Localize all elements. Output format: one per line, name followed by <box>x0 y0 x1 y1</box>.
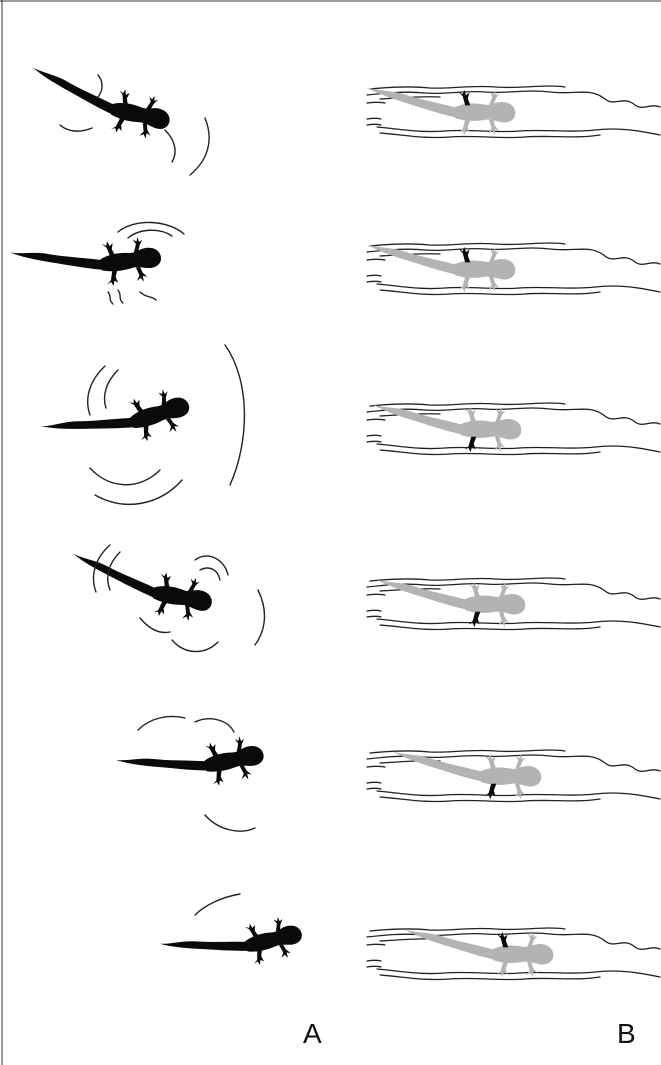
panel-a-salamander-2 <box>10 232 164 300</box>
panel-b-salamander-4 <box>377 580 526 628</box>
panel-b-salamander-3 <box>373 405 522 453</box>
panel-a-salamander-3 <box>41 381 195 471</box>
panel-b <box>367 86 661 980</box>
highlighted-hind-limb <box>484 784 496 799</box>
panel-a-ripples-6 <box>195 894 240 915</box>
panel-b-salamander-5 <box>393 752 542 800</box>
highlighted-hind-limb <box>464 437 476 452</box>
panel-b-label: B <box>617 1020 636 1048</box>
panel-a-salamander-6 <box>160 910 307 987</box>
panel-a-ripples-5 <box>138 717 255 832</box>
highlighted-hind-limb <box>468 612 480 627</box>
panel-a-salamander-1 <box>23 67 175 143</box>
panel-a-label: A <box>303 1020 322 1048</box>
panel-a-salamander-5 <box>116 730 268 806</box>
panel-a-salamander-4 <box>65 554 216 625</box>
panel-a <box>10 67 307 987</box>
panel-b-salamander-6 <box>405 930 554 978</box>
